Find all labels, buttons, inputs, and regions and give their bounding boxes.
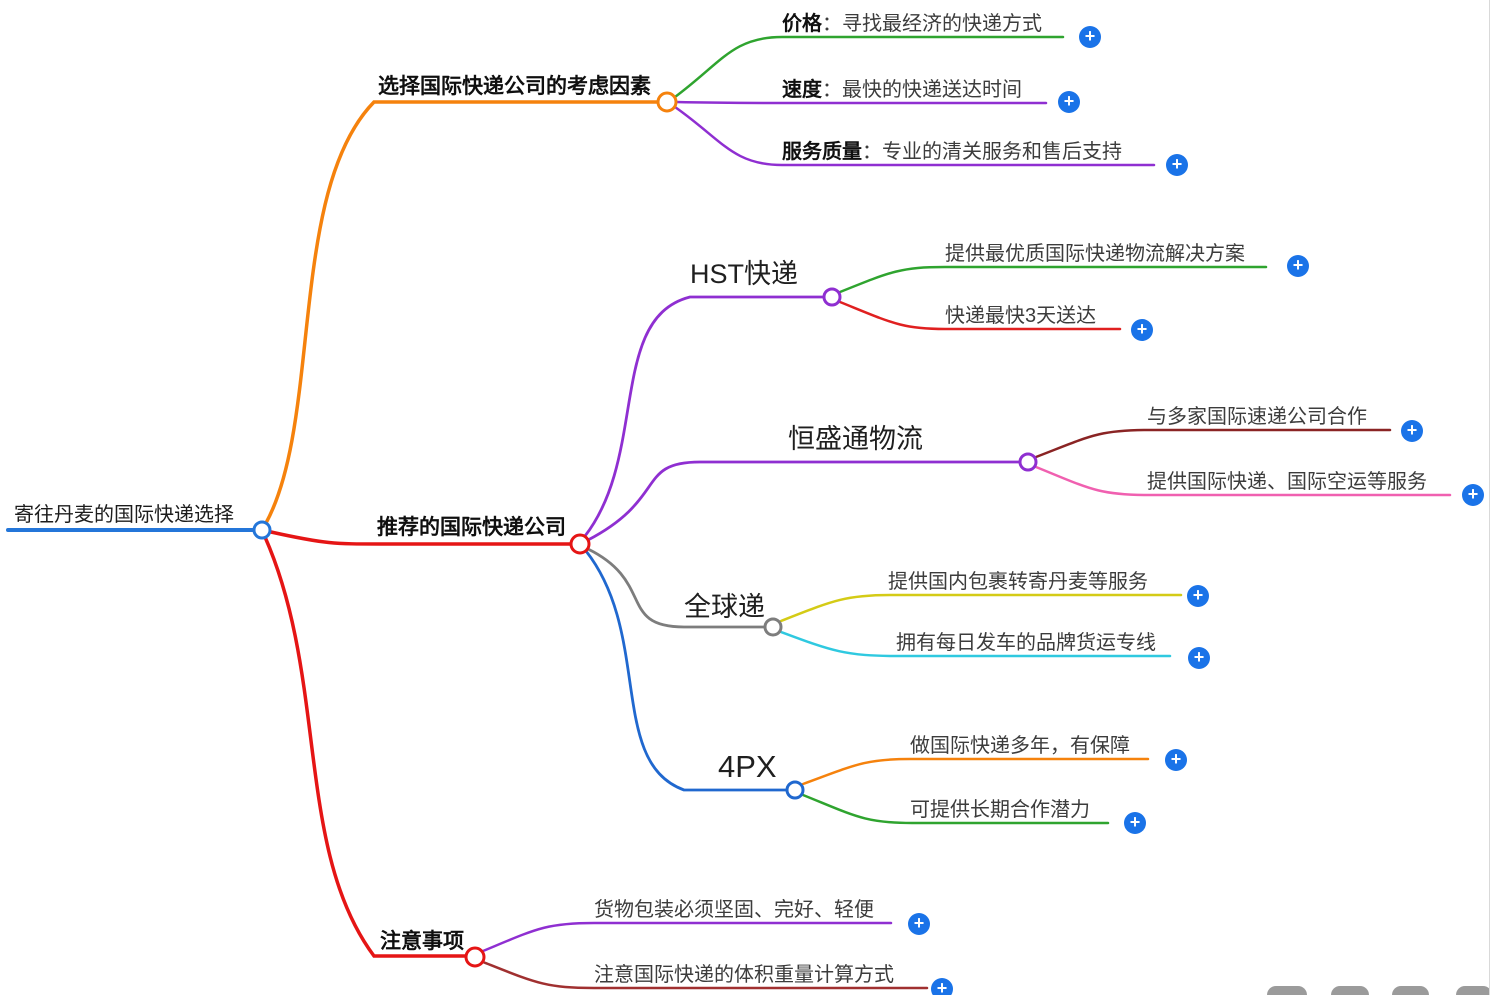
node-handle-root[interactable] <box>252 520 272 540</box>
link-factor-price <box>673 35 1065 99</box>
node-hst[interactable]: HST快递 <box>690 259 798 289</box>
link-factor-speed <box>674 100 1048 105</box>
node-root[interactable]: 寄往丹麦的国际快递选择 <box>14 504 234 526</box>
leaf-text: 提供国内包裹转寄丹麦等服务 <box>888 571 1148 593</box>
link-hst-leaf2 <box>838 300 1122 331</box>
link-globaldi <box>586 547 767 629</box>
add-child-button-service[interactable]: + <box>1166 154 1188 176</box>
node-handle-4px[interactable] <box>785 780 805 800</box>
node-4px-leaf1[interactable]: 做国际快递多年，有保障 <box>910 735 1130 758</box>
add-child-button-4px2[interactable]: + <box>1124 812 1146 834</box>
link-note-leaf1 <box>481 921 893 953</box>
node-recommended[interactable]: 推荐的国际快递公司 <box>377 516 566 539</box>
link-notes <box>263 535 468 958</box>
add-child-button-global1[interactable]: + <box>1187 585 1209 607</box>
leaf-text: 做国际快递多年，有保障 <box>910 735 1130 757</box>
node-heng-leaf2[interactable]: 提供国际快递、国际空运等服务 <box>1147 471 1427 494</box>
link-recommended <box>269 530 573 546</box>
toolbar-button-2[interactable] <box>1331 986 1369 995</box>
leaf-lead: 服务质量 <box>782 141 862 163</box>
node-globaldi[interactable]: 全球递 <box>684 592 765 622</box>
add-child-button-4px1[interactable]: + <box>1165 749 1187 771</box>
node-hst-leaf1[interactable]: 提供最优质国际快递物流解决方案 <box>945 243 1245 266</box>
link-4px-leaf2 <box>801 793 1110 825</box>
link-global-leaf2 <box>779 630 1172 658</box>
node-handle-recommended[interactable] <box>569 533 591 555</box>
leaf-text: 可提供长期合作潜力 <box>910 799 1090 821</box>
add-child-button-note2[interactable]: + <box>931 978 953 995</box>
node-factors[interactable]: 选择国际快递公司的考虑因素 <box>378 75 651 98</box>
link-global-leaf1 <box>779 593 1183 623</box>
link-factor-service <box>673 105 1156 167</box>
link-heng-leaf2 <box>1034 465 1452 497</box>
toolbar-button-3[interactable] <box>1392 986 1429 995</box>
node-factor-price[interactable]: 价格：寻找最经济的快递方式 <box>782 13 1042 36</box>
link-factors <box>264 100 660 525</box>
leaf-lead: 速度 <box>782 79 822 101</box>
node-hst-leaf2[interactable]: 快递最快3天送达 <box>945 305 1096 328</box>
node-global-leaf1[interactable]: 提供国内包裹转寄丹麦等服务 <box>888 571 1148 594</box>
node-heng-leaf1[interactable]: 与多家国际速递公司合作 <box>1147 406 1367 429</box>
node-4px-leaf2[interactable]: 可提供长期合作潜力 <box>910 799 1090 822</box>
node-hengshengtong[interactable]: 恒盛通物流 <box>788 424 923 454</box>
add-child-button-price[interactable]: + <box>1079 26 1101 48</box>
node-global-leaf2[interactable]: 拥有每日发车的品牌货运专线 <box>896 632 1156 655</box>
leaf-text: ：专业的清关服务和售后支持 <box>862 141 1122 163</box>
leaf-text: ：最快的快递送达时间 <box>822 79 1022 101</box>
node-factor-service[interactable]: 服务质量：专业的清关服务和售后支持 <box>782 141 1122 164</box>
toolbar-button-1[interactable] <box>1267 986 1307 995</box>
leaf-text: 提供国际快递、国际空运等服务 <box>1147 471 1427 493</box>
node-note-leaf2[interactable]: 注意国际快递的体积重量计算方式 <box>594 964 894 987</box>
node-handle-hengshengtong[interactable] <box>1018 452 1038 472</box>
add-child-button-heng2[interactable]: + <box>1462 484 1484 506</box>
add-child-button-heng1[interactable]: + <box>1401 420 1423 442</box>
link-hengshengtong <box>586 460 1022 542</box>
leaf-text: 与多家国际速递公司合作 <box>1147 406 1367 428</box>
link-hst-leaf1 <box>838 265 1268 294</box>
node-factor-speed[interactable]: 速度：最快的快递送达时间 <box>782 79 1022 102</box>
link-4px-leaf1 <box>801 757 1150 786</box>
node-note-leaf1[interactable]: 货物包装必须坚固、完好、轻便 <box>594 899 874 922</box>
add-child-button-note1[interactable]: + <box>908 913 930 935</box>
node-handle-hst[interactable] <box>822 287 842 307</box>
toolbar-button-4[interactable] <box>1456 986 1489 995</box>
add-child-button-global2[interactable]: + <box>1188 647 1210 669</box>
add-child-button-speed[interactable]: + <box>1058 91 1080 113</box>
leaf-lead: 价格 <box>782 13 822 35</box>
link-note-leaf2 <box>481 960 929 990</box>
leaf-text: 注意国际快递的体积重量计算方式 <box>594 964 894 986</box>
node-handle-notes[interactable] <box>464 946 486 968</box>
node-4px[interactable]: 4PX <box>718 749 777 784</box>
node-handle-factors[interactable] <box>656 91 678 113</box>
node-handle-globaldi[interactable] <box>763 617 783 637</box>
leaf-text: 拥有每日发车的品牌货运专线 <box>896 632 1156 654</box>
leaf-text: 提供最优质国际快递物流解决方案 <box>945 243 1245 265</box>
leaf-text: 货物包装必须坚固、完好、轻便 <box>594 899 874 921</box>
link-heng-leaf1 <box>1034 428 1392 459</box>
add-child-button-hst2[interactable]: + <box>1131 319 1153 341</box>
add-child-button-hst1[interactable]: + <box>1287 255 1309 277</box>
link-4px <box>584 549 789 792</box>
link-hst <box>583 295 826 538</box>
leaf-text: ：寻找最经济的快递方式 <box>822 13 1042 35</box>
leaf-text: 快递最快3天送达 <box>945 305 1097 327</box>
node-notes[interactable]: 注意事项 <box>380 930 464 953</box>
